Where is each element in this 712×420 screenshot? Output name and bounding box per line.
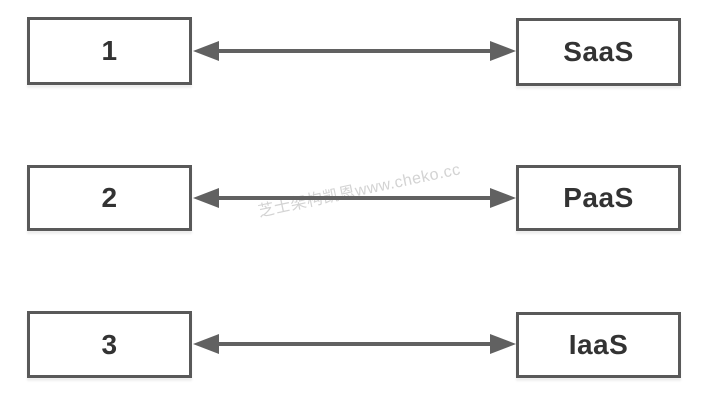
connector-3-iaas [193, 334, 516, 354]
left-arrowhead-icon [193, 41, 219, 61]
node-iaas: IaaS [516, 312, 681, 378]
left-arrowhead-icon [193, 188, 219, 208]
node-2: 2 [27, 165, 192, 231]
node-saas-label: SaaS [563, 36, 634, 67]
right-arrowhead-icon [490, 188, 516, 208]
connector-2-paas [193, 188, 516, 208]
node-3: 3 [27, 311, 192, 378]
node-2-label: 2 [101, 182, 118, 213]
node-iaas-label: IaaS [568, 329, 629, 360]
node-3-label: 3 [101, 328, 118, 360]
node-paas-label: PaaS [563, 182, 634, 213]
node-1: 1 [27, 17, 192, 85]
connector-1-saas [193, 41, 516, 61]
left-arrowhead-icon [193, 334, 219, 354]
node-1-label: 1 [101, 35, 118, 66]
right-arrowhead-icon [490, 41, 516, 61]
node-saas: SaaS [516, 18, 681, 86]
right-arrowhead-icon [490, 334, 516, 354]
node-paas: PaaS [516, 165, 681, 231]
